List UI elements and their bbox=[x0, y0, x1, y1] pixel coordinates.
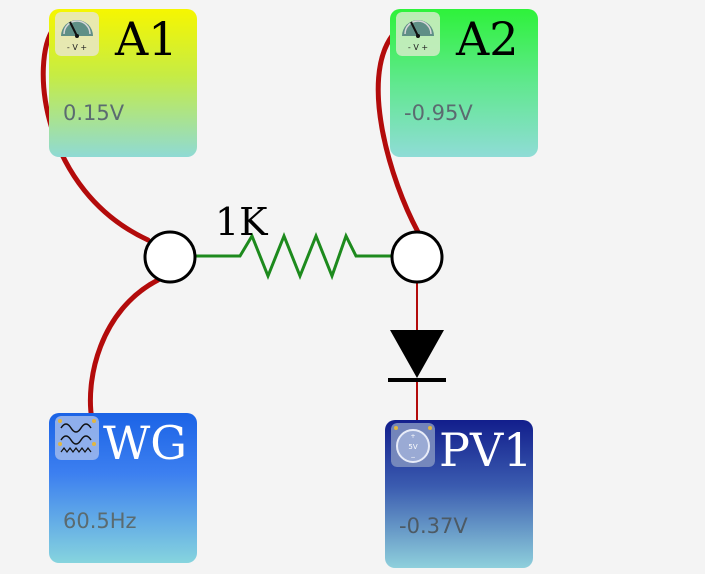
voltmeter-icon: - V + bbox=[396, 12, 440, 56]
voltmeter-icon: - V + bbox=[55, 12, 99, 56]
component-a2[interactable]: - V + A2 -0.95V bbox=[390, 9, 538, 157]
component-pv1[interactable]: + 5V − PV1 -0.37V bbox=[385, 420, 533, 568]
waveform-icon bbox=[55, 416, 99, 460]
svg-text:−: − bbox=[410, 454, 415, 461]
svg-text:+: + bbox=[410, 433, 415, 440]
meter-scale-text: - V + bbox=[408, 43, 428, 52]
meter-scale-text: - V + bbox=[67, 43, 87, 52]
voltage-source-icon: + 5V − bbox=[391, 423, 435, 467]
component-wg[interactable]: WG 60.5Hz bbox=[49, 413, 197, 563]
component-title: PV1 bbox=[439, 423, 533, 477]
wire-a2-node[interactable] bbox=[375, 33, 421, 235]
component-a1[interactable]: - V + A1 0.15V bbox=[49, 9, 197, 157]
diode[interactable] bbox=[388, 330, 446, 382]
resistor-label: 1K bbox=[215, 200, 268, 244]
source-voltage-text: 5V bbox=[408, 443, 417, 451]
wire-node-wg[interactable] bbox=[87, 277, 161, 423]
component-title: A1 bbox=[115, 12, 178, 66]
component-value: -0.37V bbox=[399, 514, 468, 538]
component-title: A2 bbox=[456, 12, 519, 66]
component-value: 0.15V bbox=[63, 101, 125, 125]
component-title: WG bbox=[103, 416, 188, 470]
component-value: -0.95V bbox=[404, 101, 473, 125]
component-value: 60.5Hz bbox=[63, 509, 137, 533]
node-right[interactable] bbox=[390, 230, 444, 284]
node-left[interactable] bbox=[143, 230, 197, 284]
resistor[interactable] bbox=[195, 231, 394, 281]
